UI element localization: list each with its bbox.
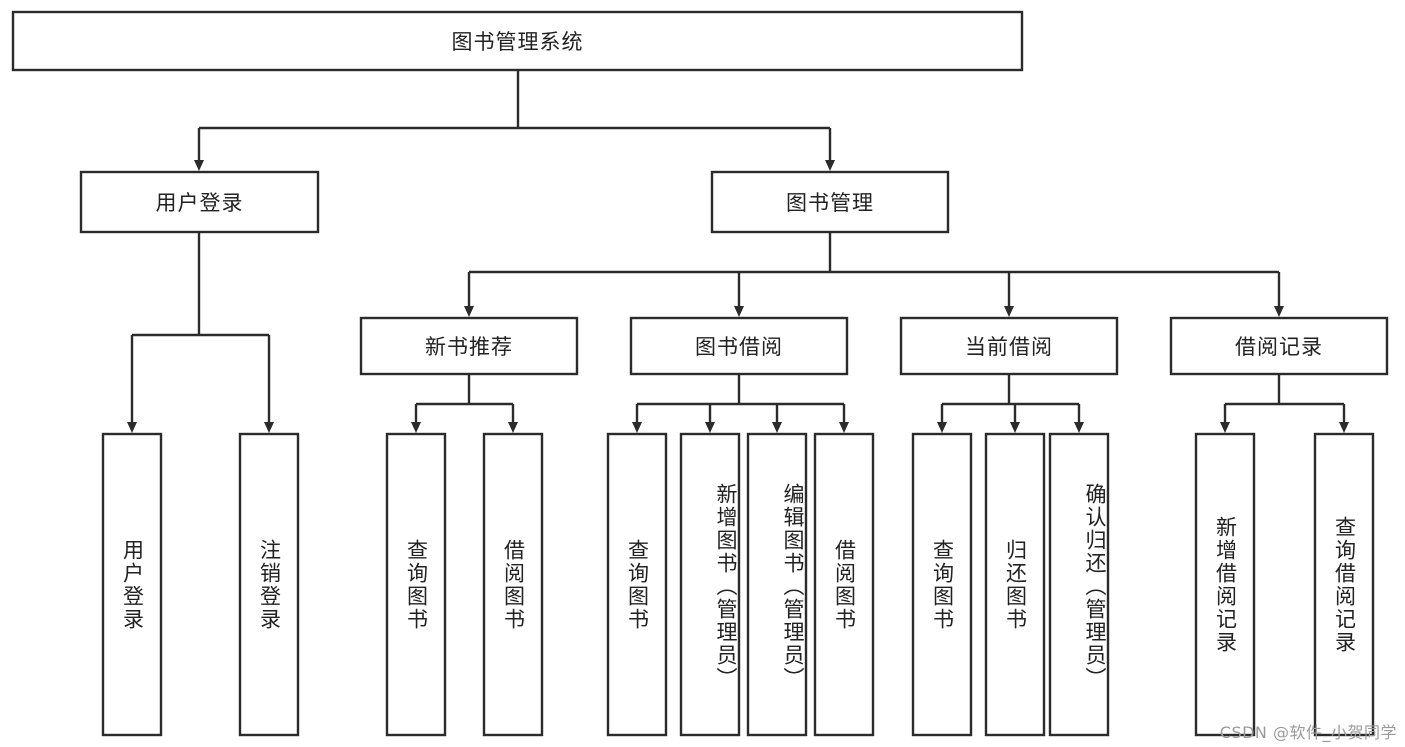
node-box-user-login[interactable] <box>79 170 320 234</box>
watermark: CSDN @软件_小贺同学 <box>1219 723 1397 742</box>
node-box-book-manage[interactable] <box>710 170 950 234</box>
node-box-new-book-recommend[interactable] <box>359 316 579 376</box>
node-box-leaf-query-borrow-record[interactable] <box>1313 432 1375 737</box>
node-box-leaf-confirm-return-admin[interactable] <box>1048 432 1110 737</box>
node-box-leaf-query-book-1[interactable] <box>385 432 447 737</box>
boxes-layer <box>11 10 1389 737</box>
node-box-leaf-logout-login[interactable] <box>238 432 300 737</box>
node-box-leaf-user-login[interactable] <box>101 432 163 737</box>
node-box-leaf-query-book-3[interactable] <box>911 432 973 737</box>
node-box-leaf-borrow-book-1[interactable] <box>482 432 544 737</box>
node-box-root[interactable] <box>11 10 1024 72</box>
node-box-leaf-edit-book-admin[interactable] <box>746 432 808 737</box>
node-box-leaf-add-book-admin[interactable] <box>679 432 741 737</box>
node-box-leaf-borrow-book-2[interactable] <box>813 432 875 737</box>
node-box-leaf-return-book[interactable] <box>984 432 1046 737</box>
node-box-book-borrow[interactable] <box>629 316 849 376</box>
node-box-leaf-query-book-2[interactable] <box>606 432 668 737</box>
connectors-layer <box>127 70 1349 433</box>
node-box-leaf-add-borrow-record[interactable] <box>1194 432 1256 737</box>
node-box-current-borrow[interactable] <box>899 316 1119 376</box>
node-box-borrow-record[interactable] <box>1169 316 1389 376</box>
